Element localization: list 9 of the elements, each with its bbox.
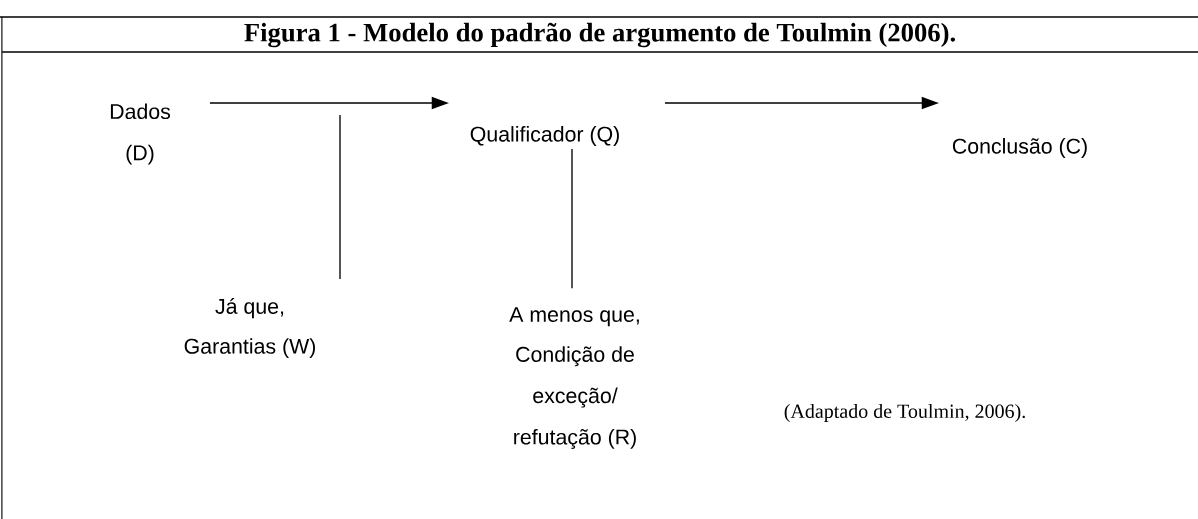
text-label: Conclusão (C) — [952, 138, 1087, 158]
connector-line — [571, 148, 573, 289]
text-label: Já que, Garantias (W) — [184, 298, 316, 358]
connector-line — [339, 114, 341, 280]
source-note: (Adaptado de Toulmin, 2006). — [784, 403, 1025, 423]
text-label: Qualificador (Q) — [470, 126, 619, 146]
figure-title: Figura 1 - Modelo do padrão de argumento de Toulmin (2006). — [244, 22, 955, 48]
text-label: A menos que, Condição de exceção/ refutação (R) — [509, 307, 639, 449]
text-label: Dados (D) — [110, 103, 171, 165]
